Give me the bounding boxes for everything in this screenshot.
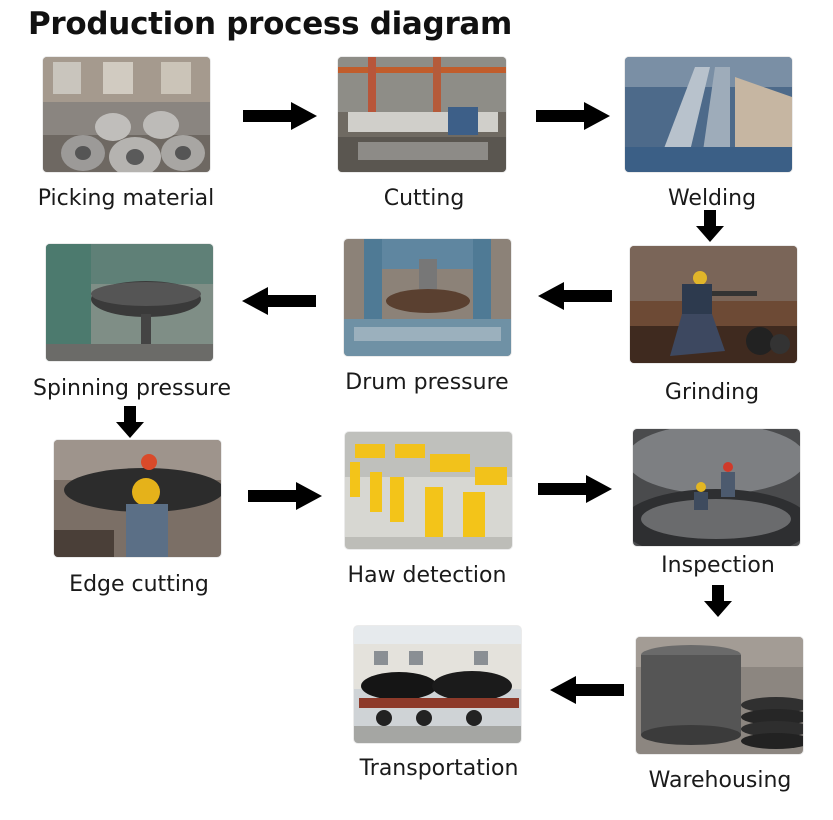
step-spinning-pressure-photo	[46, 244, 213, 361]
arrow-right-icon	[243, 102, 317, 130]
step-label-spinning-pressure: Spinning pressure	[33, 376, 231, 401]
arrow-left-icon	[550, 676, 624, 704]
step-welding-photo	[625, 57, 792, 172]
arrow-right-icon	[248, 482, 322, 510]
arrow-down-icon	[116, 406, 144, 438]
step-label-cutting: Cutting	[383, 186, 465, 211]
step-label-picking-material: Picking material	[37, 186, 215, 211]
step-label-warehousing: Warehousing	[648, 768, 792, 793]
step-label-welding: Welding	[667, 186, 757, 211]
step-inspection-photo	[633, 429, 800, 546]
step-edge-cutting-photo	[54, 440, 221, 557]
arrow-down-icon	[696, 210, 724, 242]
step-transportation-photo	[354, 626, 521, 743]
arrow-left-icon	[242, 287, 316, 315]
arrow-down-icon	[704, 585, 732, 617]
step-label-drum-pressure: Drum pressure	[345, 370, 509, 395]
step-label-edge-cutting: Edge cutting	[69, 572, 209, 597]
step-haw-detection-photo	[345, 432, 512, 549]
step-drum-pressure-photo	[344, 239, 511, 356]
step-grinding-photo	[630, 246, 797, 363]
arrow-left-icon	[538, 282, 612, 310]
step-label-inspection: Inspection	[661, 553, 775, 578]
step-picking-material-photo	[43, 57, 210, 172]
arrow-right-icon	[538, 475, 612, 503]
step-label-transportation: Transportation	[359, 756, 519, 781]
step-cutting-photo	[338, 57, 506, 172]
diagram-title: Production process diagram	[28, 6, 513, 42]
step-warehousing-photo	[636, 637, 803, 754]
step-label-haw-detection: Haw detection	[347, 563, 507, 588]
arrow-right-icon	[536, 102, 610, 130]
step-label-grinding: Grinding	[664, 380, 760, 405]
